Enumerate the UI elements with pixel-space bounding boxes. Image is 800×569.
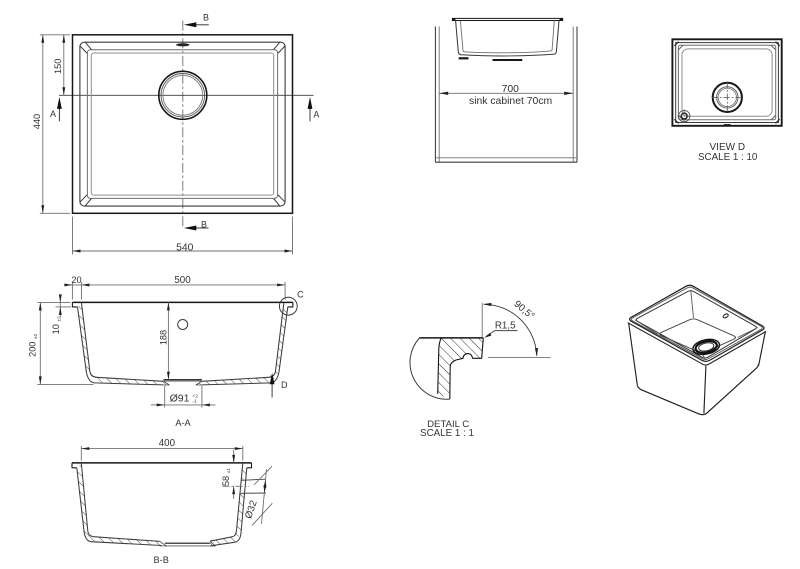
svg-text:SCALE 1 : 1: SCALE 1 : 1 <box>420 428 474 439</box>
svg-text:sink cabinet 70cm: sink cabinet 70cm <box>469 96 552 107</box>
svg-text:58 ±1: 58 ±1 <box>221 468 232 486</box>
svg-text:Ø91: Ø91 <box>170 392 190 404</box>
svg-text:D: D <box>281 380 288 390</box>
svg-text:+2: +2 <box>192 394 198 400</box>
svg-text:10 ±2: 10 ±2 <box>51 316 62 334</box>
svg-text:188: 188 <box>158 330 168 345</box>
svg-text:20: 20 <box>71 275 81 285</box>
svg-text:B-B: B-B <box>154 555 169 565</box>
svg-text:A-A: A-A <box>175 418 191 428</box>
svg-text:A: A <box>313 110 319 120</box>
svg-text:SCALE 1 : 10: SCALE 1 : 10 <box>698 152 758 163</box>
svg-text:150: 150 <box>53 59 63 74</box>
svg-text:VIEW D: VIEW D <box>710 142 746 153</box>
svg-text:400: 400 <box>159 438 176 449</box>
svg-text:500: 500 <box>174 275 191 286</box>
svg-text:C: C <box>297 289 304 299</box>
svg-text:-1: -1 <box>192 399 197 405</box>
svg-text:B: B <box>201 220 207 230</box>
svg-text:B: B <box>203 13 209 23</box>
svg-text:540: 540 <box>176 243 194 254</box>
svg-text:440: 440 <box>32 114 42 129</box>
svg-text:200 ±2: 200 ±2 <box>28 333 39 357</box>
svg-text:DETAIL C: DETAIL C <box>427 419 469 430</box>
svg-text:R1,5: R1,5 <box>495 321 516 332</box>
svg-text:A: A <box>50 109 56 119</box>
svg-text:700: 700 <box>502 84 520 95</box>
